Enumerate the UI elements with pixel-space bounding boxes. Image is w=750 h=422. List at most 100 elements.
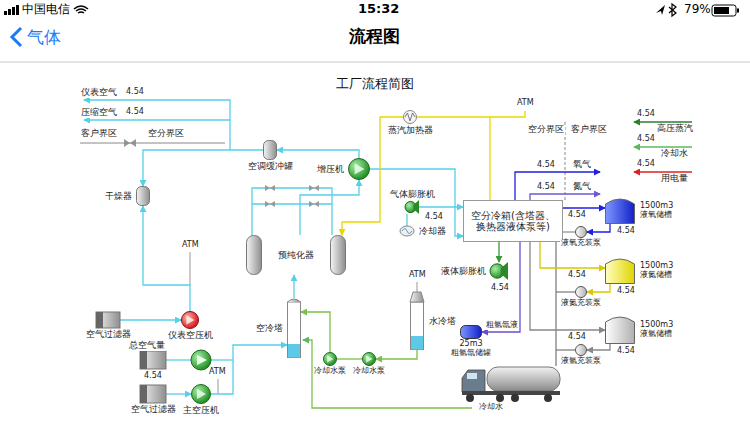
deco-path — [634, 171, 692, 172]
node-name: 空气过滤器 — [86, 329, 131, 339]
tower-water — [288, 344, 300, 358]
node-name: 液氩充装泵 — [561, 357, 601, 366]
value-label: 4.54 — [636, 135, 656, 144]
node-name: 蒸汽加热器 — [388, 125, 433, 135]
deco-path — [218, 379, 219, 394]
node-name: 冷却水泵 — [314, 367, 346, 376]
boundary-label: 空分界区 — [527, 125, 565, 135]
tower-symbol: 空冷塔 — [287, 298, 301, 358]
storage-tank — [606, 199, 635, 224]
pump-symbol: 液氮充装泵 — [575, 286, 587, 298]
pump-symbol — [576, 227, 587, 238]
water-pipes — [303, 340, 472, 408]
text-group: 冷却水泵 — [313, 367, 347, 376]
expander-symbol: 气体膨胀机 — [405, 200, 419, 214]
value-label: 4.54 — [616, 287, 636, 296]
deco-rect — [462, 391, 560, 395]
compressor-symbol: 仪表空压机 — [181, 311, 199, 329]
text-group: 液体膨胀机 — [440, 266, 487, 276]
vessel-symbol: 干燥器 — [136, 186, 150, 206]
deco-path — [515, 172, 600, 200]
pipe-connector — [419, 206, 463, 207]
filter-symbol: 空气过滤器 — [96, 312, 120, 328]
value-label: 4.54 — [636, 110, 656, 119]
pump-symbol — [576, 287, 587, 298]
tank-body — [606, 317, 635, 344]
deco-path — [556, 349, 575, 350]
storage-tank: 1500m3液氮储槽 — [605, 258, 635, 284]
stream-label: 仪表空气 — [80, 88, 118, 98]
icon-frame — [263, 140, 277, 160]
compressor-mark — [327, 356, 333, 363]
icon-frame — [400, 226, 414, 236]
text-group: 冷却器 — [418, 226, 447, 236]
node-name: 增压机 — [317, 164, 344, 174]
value-label: 4.54 — [125, 108, 145, 117]
pump-body — [576, 227, 587, 238]
utility-label: 高压蒸汽 — [656, 124, 694, 134]
compressor-symbol — [192, 385, 211, 404]
pipe-connector — [370, 169, 463, 236]
pipe-connector — [482, 242, 520, 332]
deco-path — [309, 185, 319, 191]
node-name: 仪表空压机 — [168, 330, 213, 340]
text-group: 空冷塔 — [255, 323, 284, 333]
text-group: 1500m3液氩储槽 — [639, 321, 674, 339]
icon-frame — [605, 198, 635, 224]
text-group: 液氮充装泵 — [560, 299, 602, 308]
icon-frame — [410, 292, 424, 350]
cooler-symbol: 冷却器 — [400, 226, 414, 236]
value-label: 4.54 — [567, 333, 587, 342]
tower-symbol — [410, 292, 424, 350]
utility-label: 冷却水 — [660, 149, 689, 159]
compressor-mark — [186, 316, 194, 325]
compressor-symbol — [182, 312, 199, 329]
deco-circle — [191, 350, 211, 370]
tank-body — [461, 326, 482, 339]
icon-frame — [605, 316, 635, 344]
stream-label: 压缩空气 — [80, 108, 118, 118]
compressor-symbol — [349, 159, 370, 180]
expander-symbol: 液体膨胀机 — [490, 262, 508, 280]
node-name: 水冷塔 — [429, 316, 456, 326]
expander-symbol — [490, 262, 508, 280]
storage-tank — [606, 317, 635, 344]
purifier-symbol: 预纯化器 — [246, 235, 346, 275]
storage-tank: 1500m3液氧储槽 — [605, 198, 635, 224]
deco-rect — [712, 5, 736, 16]
tower-symbol — [288, 299, 301, 358]
deco-circle — [511, 394, 519, 402]
icon-frame — [96, 312, 120, 328]
node-name: 主空压机 — [183, 405, 219, 415]
value-label: 4.54 — [424, 213, 444, 222]
tower-symbol: 水冷塔 — [410, 292, 424, 350]
compressor-symbol — [324, 353, 337, 366]
icon-frame — [323, 352, 337, 366]
storage-tank — [461, 326, 482, 339]
pump-symbol: 液氩充装泵 — [575, 344, 587, 356]
deco-path — [417, 282, 418, 292]
tower-shell — [411, 302, 424, 350]
pipe-connector — [277, 150, 359, 158]
purifier-vessel — [331, 236, 346, 275]
text-group: 25m3粗氩氙储罐 — [450, 340, 492, 358]
compressor-mark — [197, 389, 206, 399]
expander-symbol — [405, 200, 419, 214]
storage-tank: 25m3粗氩氙储罐 — [460, 325, 482, 339]
node-name: 液体膨胀机 — [441, 266, 486, 276]
text-group: 空气过滤器 — [85, 329, 132, 339]
vessel-body — [137, 187, 150, 206]
tower-top — [288, 299, 301, 302]
text-group: 液氩充装泵 — [560, 357, 602, 366]
icon-frame — [490, 262, 508, 280]
pump-symbol: 液氧充装泵 — [575, 226, 587, 238]
icon-frame — [605, 258, 635, 284]
storage-tank — [606, 259, 635, 284]
heater-symbol — [404, 111, 417, 124]
icon-frame — [575, 344, 587, 356]
air-compressor — [191, 350, 211, 370]
tower-shell — [288, 302, 301, 358]
compressor-body — [363, 353, 376, 366]
pipe-connector — [587, 224, 610, 232]
vessel-body — [264, 141, 277, 160]
